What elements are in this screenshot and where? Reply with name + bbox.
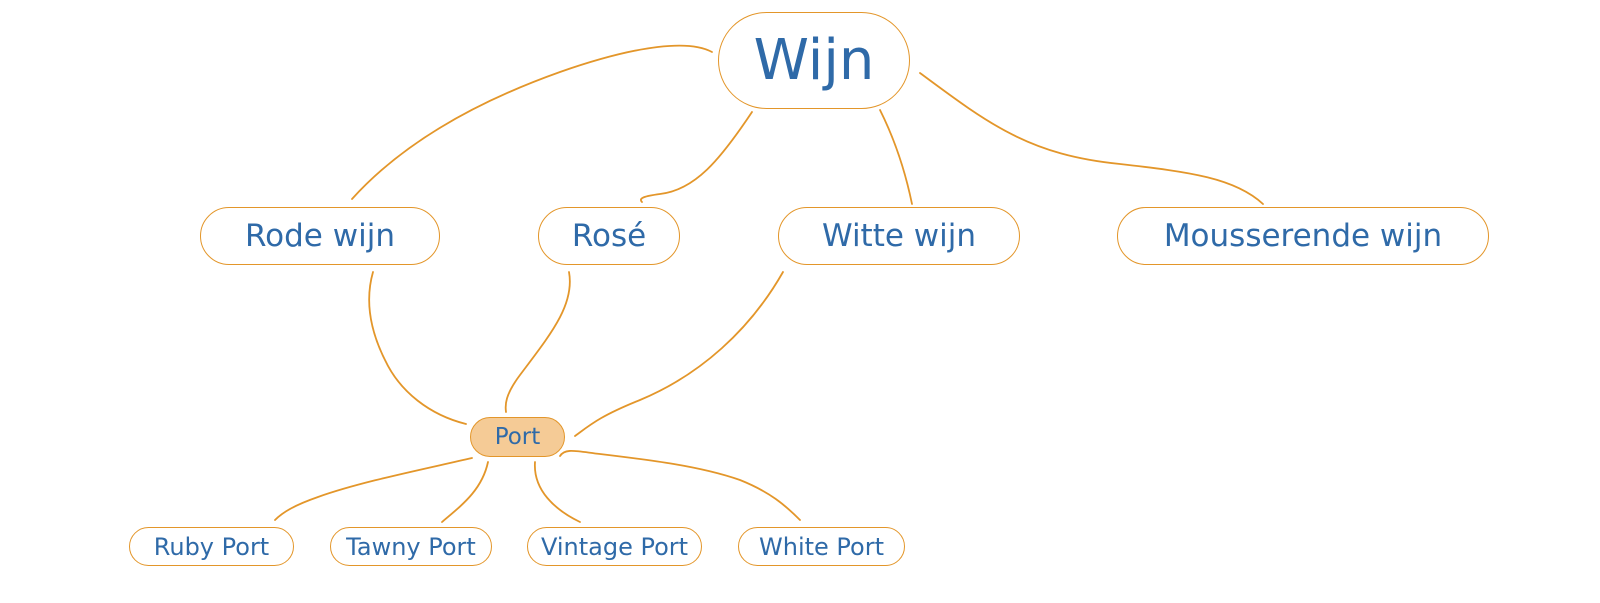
node-label: Ruby Port (153, 532, 270, 561)
node-wijn[interactable]: Wijn (718, 12, 910, 109)
edge-wijn-mousserende-wijn (919, 72, 1264, 205)
edge-port-ruby-port (274, 457, 473, 521)
edge-rose-port (504, 271, 571, 413)
node-white-port[interactable]: White Port (738, 527, 905, 566)
node-label: Mousserende wijn (1163, 218, 1443, 254)
edge-port-white-port (559, 449, 801, 521)
node-label: Vintage Port (540, 532, 689, 561)
edge-port-vintage-port (534, 461, 581, 523)
node-label: Rode wijn (245, 218, 395, 254)
node-label: Witte wijn (821, 218, 977, 254)
edge-port-tawny-port (441, 461, 489, 523)
node-label: Tawny Port (346, 532, 476, 561)
node-vintage-port[interactable]: Vintage Port (527, 527, 702, 566)
edge-rode-wijn-port (368, 271, 467, 425)
node-label: Rosé (571, 218, 647, 254)
node-port[interactable]: Port (470, 417, 565, 457)
edge-witte-wijn-port (574, 271, 784, 437)
node-rode-wijn[interactable]: Rode wijn (200, 207, 440, 265)
node-label: Port (494, 424, 541, 450)
node-label: White Port (759, 532, 884, 561)
node-label: Wijn (753, 28, 875, 93)
node-rose[interactable]: Rosé (538, 207, 680, 265)
node-mousserende-wijn[interactable]: Mousserende wijn (1117, 207, 1489, 265)
node-witte-wijn[interactable]: Witte wijn (778, 207, 1020, 265)
node-ruby-port[interactable]: Ruby Port (129, 527, 294, 566)
node-tawny-port[interactable]: Tawny Port (330, 527, 492, 566)
edge-wijn-rose (640, 111, 753, 203)
edge-wijn-witte-wijn (879, 109, 913, 205)
edge-wijn-rode-wijn (351, 44, 713, 200)
